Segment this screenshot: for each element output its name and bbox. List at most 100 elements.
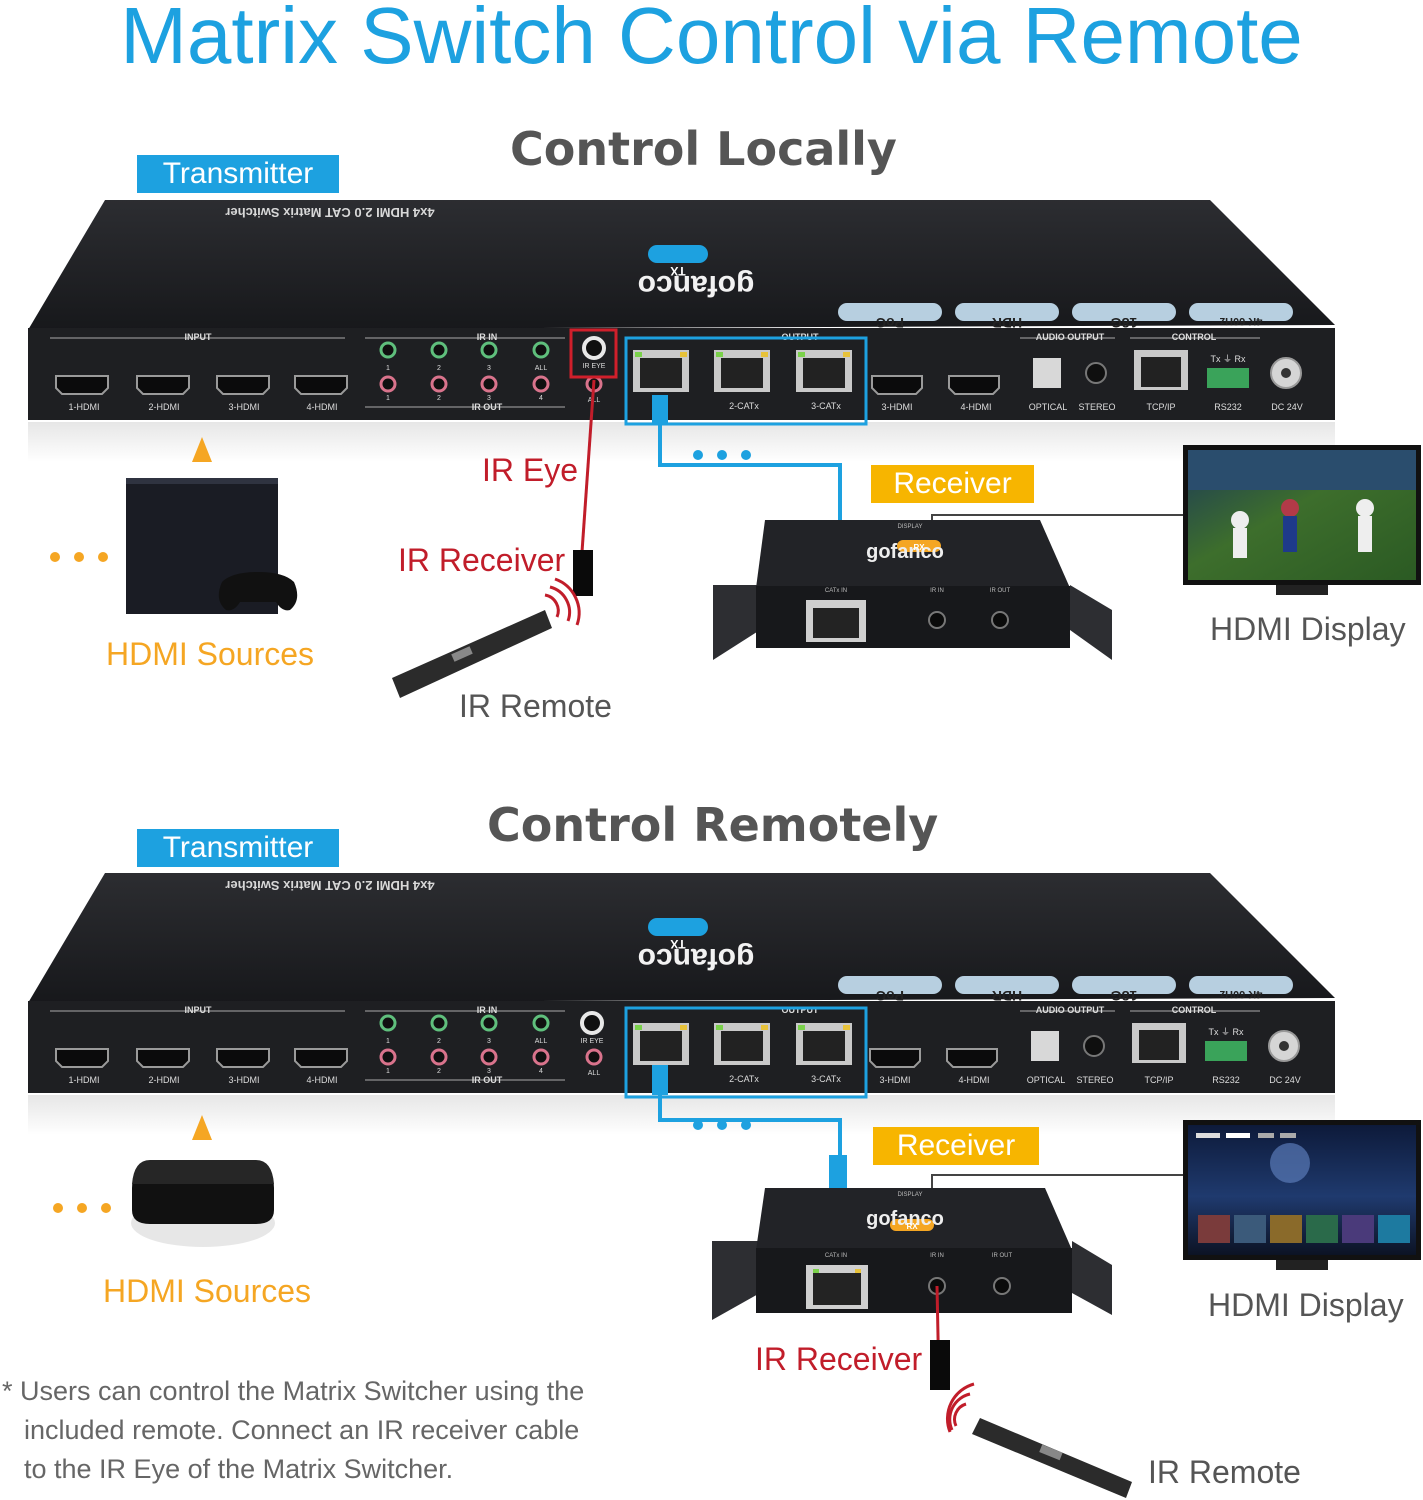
ir-eye-label: IR EYE [583,363,606,370]
ir-in-num-3: 3 [487,365,491,372]
badge-18g: 18G [1111,315,1138,331]
rx-badge-2: RX [906,1222,918,1231]
group-input: INPUT [185,332,213,342]
ir-in-num-3-2: 3 [487,1038,491,1045]
ir-in-jacks-2 [379,1014,550,1032]
ir-out-num-4: 4 [539,395,543,402]
receiver-tag: Receiver [871,465,1034,503]
port-label-1-hdmi: 1-HDMI [69,402,100,412]
port-label-rs232: RS232 [1214,402,1242,412]
tx-badge-bg [648,245,708,263]
ir-receiver-module-2 [930,1340,950,1390]
optical-port [1033,358,1061,388]
port-label-3-hdmi: 3-HDMI [229,402,260,412]
ir-eye-callout: IR Eye [482,452,579,488]
rs232-terminal-2 [1205,1041,1247,1061]
hdmi-input-ports-2 [55,1048,348,1068]
ir-eye-label-2: IR EYE [581,1038,604,1045]
hdmi-display-label: HDMI Display [1210,611,1406,647]
rs232-terminal [1207,368,1249,388]
port-label-stereo: STEREO [1078,402,1115,412]
group-ir-out-2: IR OUT [472,1075,503,1085]
rs232-pins: Tx ⏚ Rx [1211,354,1246,364]
port-label-2-catx-2: 2-CATx [729,1074,759,1084]
hdmi-output-ports-2 [869,1048,998,1068]
rx-badge: RX [913,543,925,552]
port-label-out-3-hdmi-2: 3-HDMI [880,1075,911,1085]
rx-port-ir-out-2: IR OUT [992,1253,1013,1259]
receiver-tag-2: Receiver [873,1127,1039,1165]
port-label-3-catx: 3-CATx [811,401,841,411]
streaming-box-icon [131,1160,275,1247]
display-cable [931,514,1185,520]
ir-in-num-2: 2 [437,365,441,372]
local-diagram: 4x4 HDMI 2.0 CAT Matrix Switcher TX gofa… [28,200,1421,698]
section-heading-local: Control Locally [510,122,897,176]
ir-out-num-1-2: 1 [386,1068,390,1075]
ir-out-num-4-2: 4 [539,1068,543,1075]
group-control: CONTROL [1172,332,1217,342]
hdmi-display-label-2: HDMI Display [1208,1287,1404,1323]
catx-output-highlight [624,336,868,426]
transmitter-tag: Transmitter [137,155,339,193]
ir-in-num-1-2: 1 [386,1038,390,1045]
feature-badges: PoC HDR 18G 4K 60Hz [838,303,1293,331]
port-label-out-3-hdmi: 3-HDMI [882,402,913,412]
group-audio-output: AUDIO OUTPUT [1036,332,1105,342]
port-label-out-4-hdmi-2: 4-HDMI [959,1075,990,1085]
rx-port-catx-in-2: CATx IN [825,1253,847,1259]
group-control-2: CONTROL [1172,1005,1217,1015]
transmitter-reflection [28,422,1335,462]
ir-receiver-module [573,550,593,596]
receiver-box-2 [712,1188,1112,1320]
remote-diagram: 4x4 HDMI 2.0 CAT Matrix Switcher TX gofa… [28,873,1421,1385]
cable-ellipsis [693,450,751,460]
rx-port-catx-in: CATx IN [825,588,847,594]
sources-ellipsis-2 [53,1203,111,1213]
ir-in-num-1: 1 [386,365,390,372]
rx-port-ir-out: IR OUT [990,588,1011,594]
catx-cable [658,395,842,525]
footnote-line-3: to the IR Eye of the Matrix Switcher. [24,1454,454,1484]
catx-output-highlight-2 [624,1006,868,1099]
port-label-1-hdmi-2: 1-HDMI [69,1075,100,1085]
port-label-2-hdmi-2: 2-HDMI [149,1075,180,1085]
rx-brand: gofanco [866,541,944,563]
stereo-jack-2 [1083,1035,1105,1057]
ir-remote-label-2: IR Remote [1148,1454,1301,1490]
game-console-icon [126,478,298,614]
port-label-out-4-hdmi: 4-HDMI [961,402,992,412]
badge-hdr-2: HDR [992,988,1022,1004]
optical-port-2 [1031,1031,1059,1061]
feature-badges-2: PoC HDR 18G 4K 60Hz [838,976,1293,1004]
rs232-pins-2: Tx ⏚ Rx [1209,1027,1244,1037]
rx-brand-2: gofanco [866,1208,944,1230]
hdmi-sources-label: HDMI Sources [106,636,315,672]
ir-out-jacks-2 [379,1048,603,1066]
ir-eye-highlight [569,328,618,379]
transmitter-top-surface [28,200,1335,330]
port-label-stereo-2: STEREO [1076,1075,1113,1085]
ir-eye-cable [580,379,596,553]
source-arrow-2 [192,1115,212,1140]
ir-out-num-all-2: ALL [588,1070,601,1077]
port-label-optical: OPTICAL [1029,402,1068,412]
footnote-line-2: included remote. Connect an IR receiver … [24,1415,580,1445]
hdmi-sources-label-2: HDMI Sources [103,1273,312,1309]
badge-4k-2: 4K 60Hz [1219,988,1262,1000]
tx-badge-2: TX [670,937,685,951]
sources-ellipsis [50,552,108,562]
group-input-2: INPUT [185,1005,213,1015]
ir-remote-icon [392,577,581,698]
group-audio-output-2: AUDIO OUTPUT [1036,1005,1105,1015]
ir-out-num-3-2: 3 [487,1068,491,1075]
ir-out-num-2: 2 [437,395,441,402]
hdmi-display-icon [1183,445,1421,595]
port-label-optical-2: OPTICAL [1027,1075,1066,1085]
rx-port-ir-in-2: IR IN [930,1253,944,1259]
transmitter-tag-2: Transmitter [137,829,339,867]
group-ir-out: IR OUT [472,402,503,412]
catx-ports-2 [633,1023,852,1065]
receiver-box [713,520,1112,660]
remote-ir-group [930,1340,1132,1498]
